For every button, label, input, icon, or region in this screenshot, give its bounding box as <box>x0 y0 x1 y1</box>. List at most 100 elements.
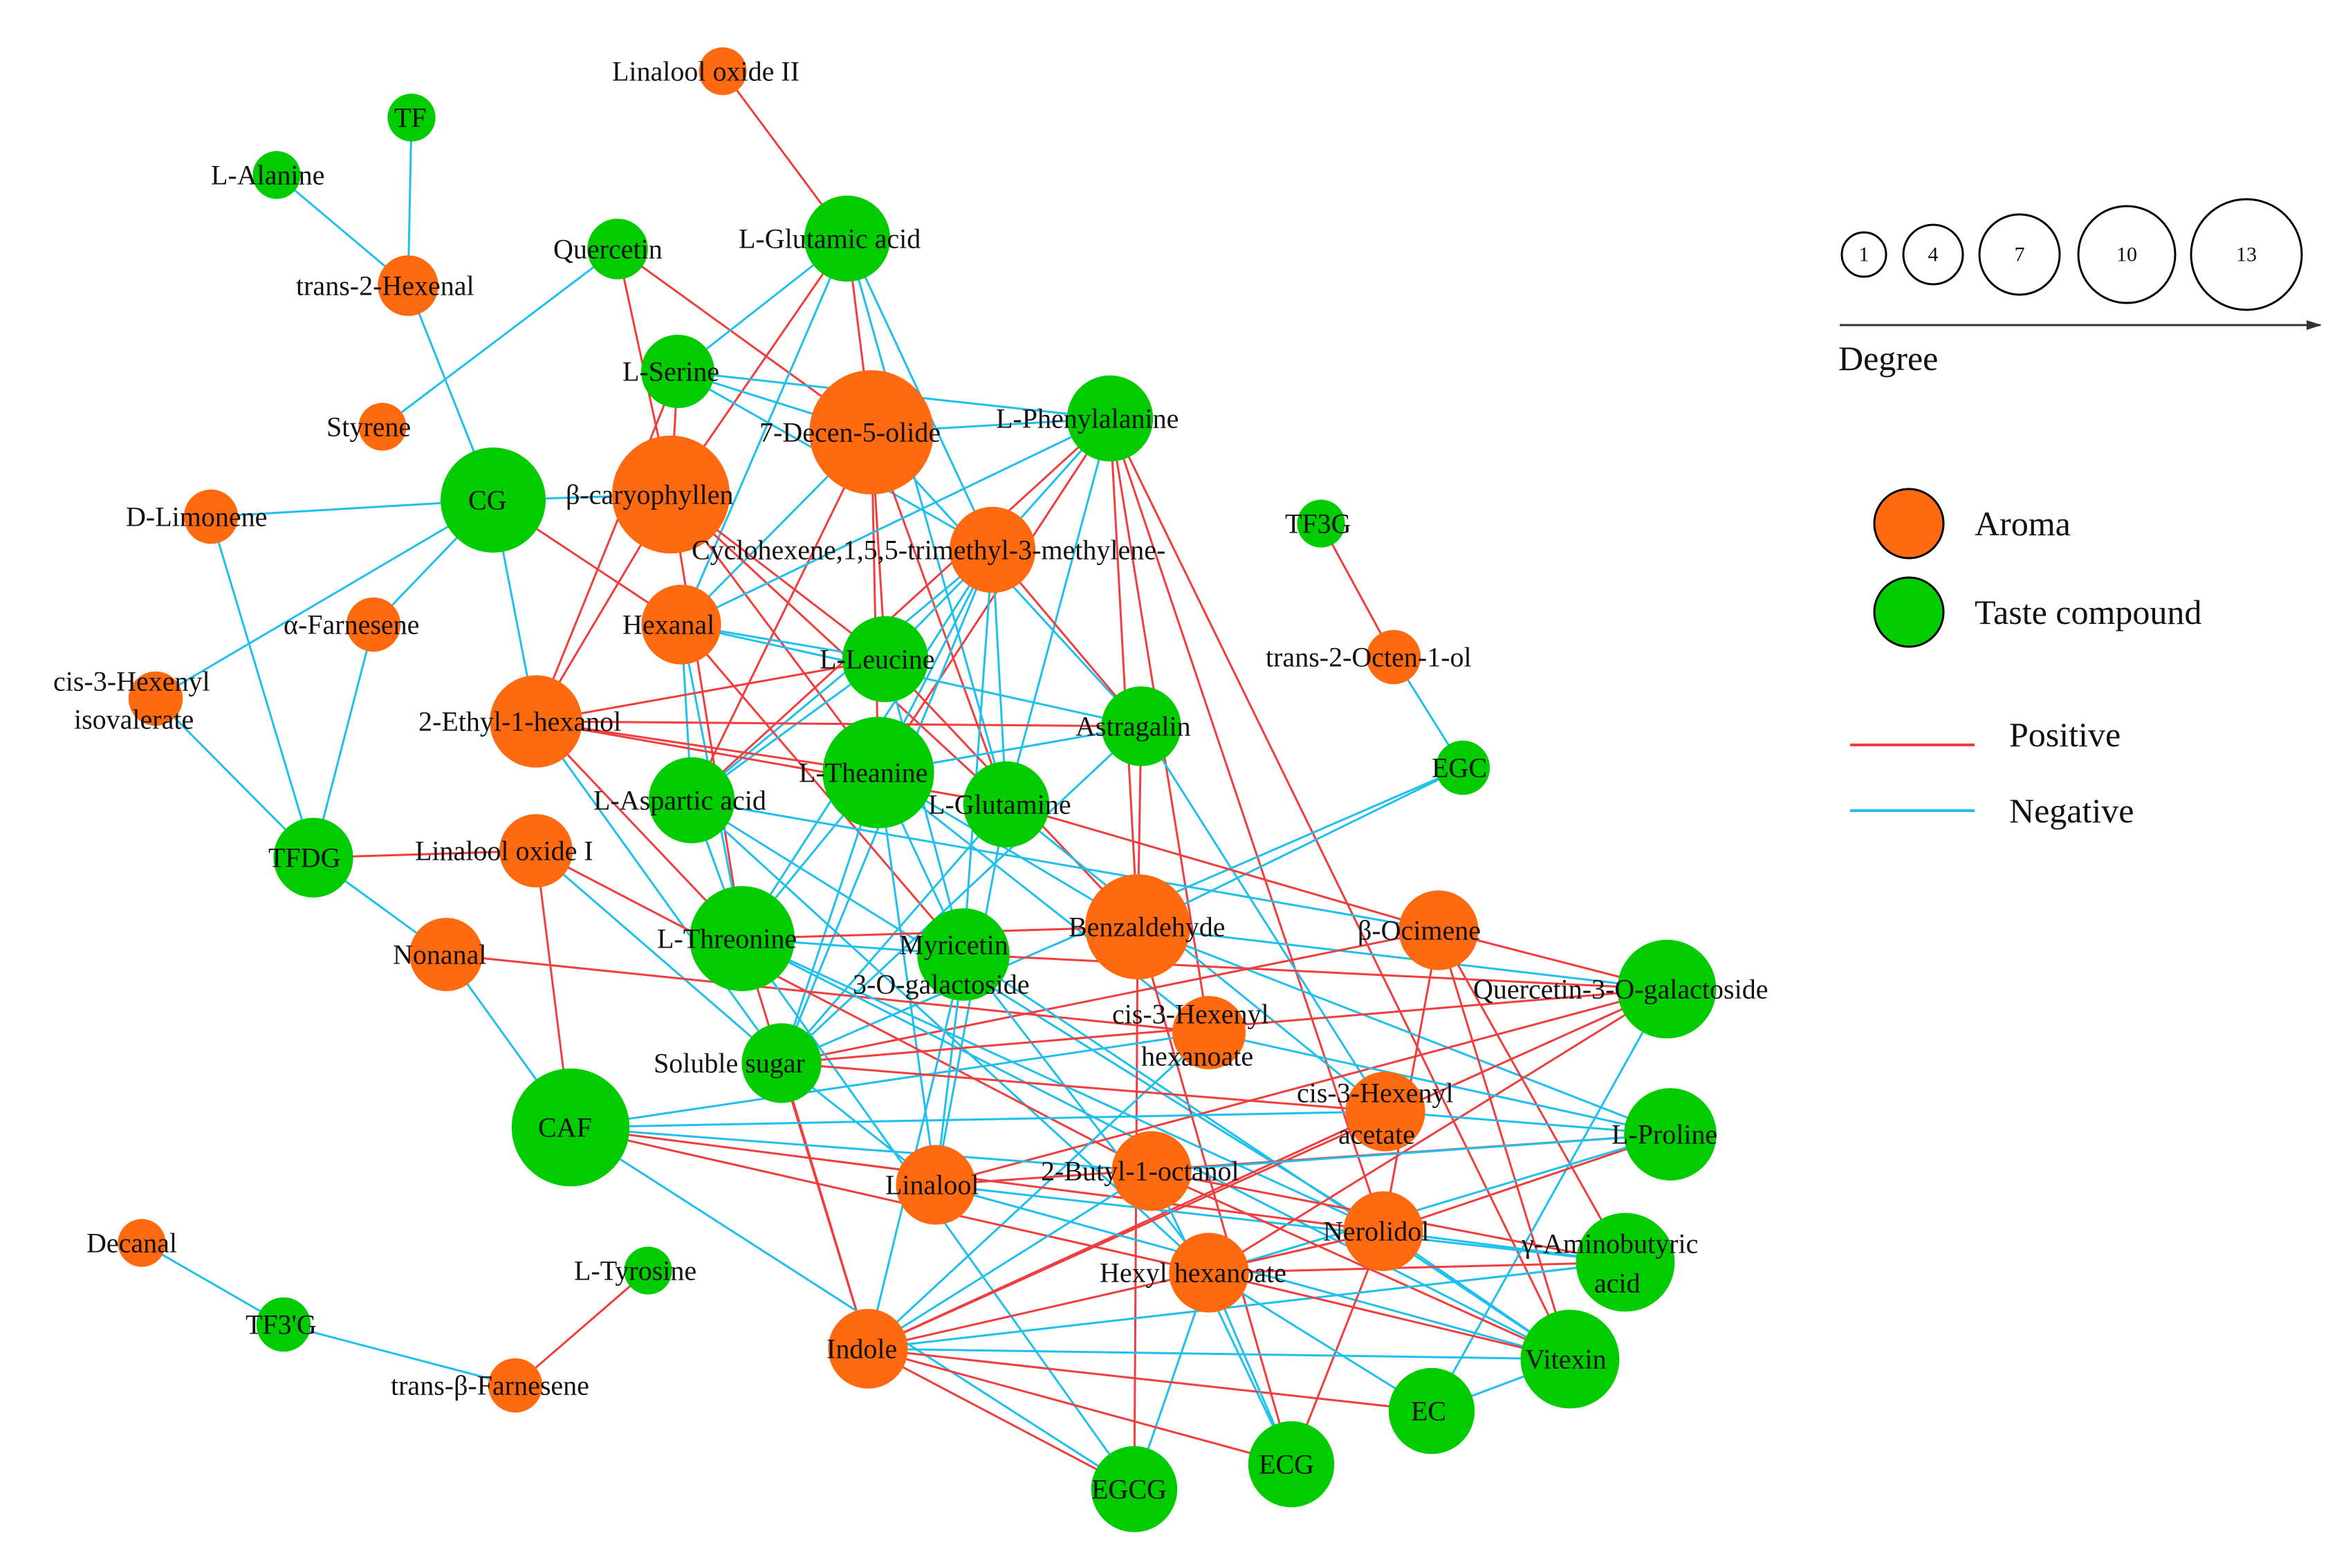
edge-caf-2-butyl-1-octanol-negative <box>570 1126 1152 1172</box>
node-l-phenylalanine[interactable] <box>1066 375 1154 462</box>
node-label-l-proline: L-Proline <box>1611 1119 1717 1150</box>
node-egcg[interactable] <box>1091 1446 1178 1533</box>
node-label-trans-2-octen-1-ol: trans-2-Octen-1-ol <box>1266 642 1472 673</box>
edge-astragalin-cis-3-hexenyl-acetate-negative <box>1140 726 1387 1112</box>
node-2-butyl-1-octanol[interactable] <box>1111 1131 1192 1211</box>
node-l-glutamic-acid[interactable] <box>804 195 891 282</box>
node-label-a-farnesene: α-Farnesene <box>284 609 419 640</box>
node-label-l-phenylalanine: L-Phenylalanine <box>996 403 1179 434</box>
node-nonanal[interactable] <box>409 918 483 991</box>
node-quercetin-3-o-galactoside[interactable] <box>1617 939 1717 1039</box>
edge-l-phenylalanine-nerolidol-positive <box>1109 418 1385 1232</box>
node-cis-3-hexenyl-acetate[interactable] <box>1345 1071 1425 1152</box>
edge-benzaldehyde-quercetin-3-o-galactoside-negative <box>1137 925 1668 990</box>
node-egc[interactable] <box>1435 740 1490 795</box>
edge-l-phenylalanine-benzaldehyde-positive <box>1109 418 1139 928</box>
node-label-l-theanine: L-Theanine <box>799 757 928 788</box>
edge-indole-ec-positive <box>867 1347 1432 1412</box>
node-l-threonine[interactable] <box>690 886 795 991</box>
edge-quercetin-styrene-negative <box>382 248 618 428</box>
node-label-l-serine: L-Serine <box>622 356 719 387</box>
node-gaba[interactable] <box>1576 1212 1675 1312</box>
node-label-7-decen-5-olide: 7-Decen-5-olide <box>759 417 941 448</box>
aroma-legend-label: Aroma <box>1975 504 2071 543</box>
edge-cis-3-hexenyl-hexanoate-indole-negative <box>867 1031 1210 1350</box>
edge-l-proline-hexyl-hexanoate-negative <box>1208 1133 1671 1274</box>
edge-benzaldehyde-l-proline-negative <box>1137 925 1671 1136</box>
edge-caf-egcg-negative <box>570 1126 1135 1491</box>
node-hexanal[interactable] <box>641 584 721 665</box>
node-hexyl-hexanoate[interactable] <box>1169 1233 1249 1313</box>
node-label-astragalin: Astragalin <box>1075 711 1191 742</box>
node-label-quercetin: Quercetin <box>553 234 663 265</box>
node-quercetin[interactable] <box>587 219 648 279</box>
node-a-farnesene[interactable] <box>346 597 401 652</box>
node-cyclohexene[interactable] <box>949 506 1036 593</box>
node-tf[interactable] <box>387 93 436 142</box>
node-label-gaba-line2: acid <box>1594 1268 1641 1299</box>
node-d-limonene[interactable] <box>183 489 239 544</box>
taste-legend-label: Taste compound <box>1975 593 2201 631</box>
node-type-legend: Aroma Taste compound <box>1873 488 2201 648</box>
edge-l-glutamine-cis-3-hexenyl-acetate-negative <box>1006 803 1386 1113</box>
node-linalool-oxide-i[interactable] <box>499 814 573 887</box>
node-label-cis-3-hexenyl-isovalerate-line1: cis-3-Hexenyl <box>53 666 210 697</box>
node-trans-2-octen-1-ol[interactable] <box>1366 629 1421 685</box>
node-label-tf3g: TF3G <box>1285 508 1351 539</box>
node-l-tyrosine[interactable] <box>624 1246 672 1295</box>
node-label-hexanal: Hexanal <box>622 609 714 640</box>
edge-quercetin-3-o-galactoside-ec-negative <box>1430 988 1668 1412</box>
node-tf3g[interactable] <box>1297 499 1345 548</box>
node-cis-3-hexenyl-isovalerate[interactable] <box>128 671 183 726</box>
node-trans-b-farnesene[interactable] <box>488 1358 543 1413</box>
node-label-b-ocimene: β-Ocimene <box>1358 915 1481 946</box>
edge-tf3pg-trans-b-farnesene-negative <box>283 1323 516 1387</box>
node-linalool-oxide-ii[interactable] <box>699 47 747 95</box>
node-caf[interactable] <box>511 1068 630 1187</box>
node-soluble-sugar[interactable] <box>741 1023 822 1103</box>
edge-2-ethyl-1-hexanol-soluble-sugar-negative <box>535 721 783 1064</box>
node-ec[interactable] <box>1388 1367 1475 1455</box>
edge-hexyl-hexanoate-vitexin-positive <box>1208 1271 1571 1361</box>
edge-2-ethyl-1-hexanol-l-theanine-positive <box>535 720 879 774</box>
node-label-l-aspartic-acid: L-Aspartic acid <box>593 785 766 816</box>
node-cis-3-hexenyl-hexanoate[interactable] <box>1172 996 1246 1069</box>
node-tfdg[interactable] <box>273 818 353 898</box>
node-linalool[interactable] <box>896 1145 976 1225</box>
edge-quercetin-3-o-galactoside-linalool-positive <box>935 988 1668 1186</box>
edge-b-ocimene-nerolidol-positive <box>1382 930 1440 1232</box>
node-label-2-butyl-1-octanol: 2-Butyl-1-octanol <box>1041 1156 1239 1187</box>
node-l-alanine[interactable] <box>252 151 301 199</box>
node-l-theanine[interactable] <box>822 717 934 829</box>
node-l-glutamine[interactable] <box>963 761 1050 848</box>
node-label-cyclohexene: Cyclohexene,1,5,5-trimethyl-3-methylene- <box>692 535 1165 566</box>
node-7-decen-5-olide[interactable] <box>809 370 934 495</box>
edge-indole-ecg-positive <box>867 1347 1292 1466</box>
node-l-aspartic-acid[interactable] <box>648 757 735 844</box>
edge-l-theanine-linalool-negative <box>877 772 937 1186</box>
node-decanal[interactable] <box>118 1219 166 1267</box>
degree-label: Degree <box>1838 339 1938 378</box>
node-benzaldehyde[interactable] <box>1085 874 1190 979</box>
node-cg[interactable] <box>441 448 546 553</box>
node-ecg[interactable] <box>1248 1421 1335 1508</box>
node-trans-2-hexenal[interactable] <box>378 255 438 316</box>
node-b-ocimene[interactable] <box>1398 890 1479 970</box>
node-nerolidol[interactable] <box>1343 1191 1423 1271</box>
node-label-myricetin-3-o-galactoside-line1: Myricetin <box>899 930 1008 961</box>
node-styrene[interactable] <box>358 403 407 451</box>
node-tf3pg[interactable] <box>256 1297 311 1352</box>
node-astragalin[interactable] <box>1101 686 1181 766</box>
node-myricetin-3-o-galactoside[interactable] <box>917 908 1010 1001</box>
node-label-decanal: Decanal <box>86 1228 177 1259</box>
edge-l-phenylalanine-vitexin-positive <box>1109 418 1571 1360</box>
node-indole[interactable] <box>828 1309 908 1389</box>
node-2-ethyl-1-hexanol[interactable] <box>490 675 582 768</box>
edge-caf-hexyl-hexanoate-positive <box>570 1126 1210 1274</box>
node-vitexin[interactable] <box>1520 1309 1620 1409</box>
node-b-caryophyllen[interactable] <box>611 435 730 554</box>
edge-gaba-hexyl-hexanoate-positive <box>1208 1261 1626 1274</box>
node-l-serine[interactable] <box>641 335 714 408</box>
node-l-leucine[interactable] <box>842 616 929 703</box>
node-l-proline[interactable] <box>1624 1088 1717 1181</box>
